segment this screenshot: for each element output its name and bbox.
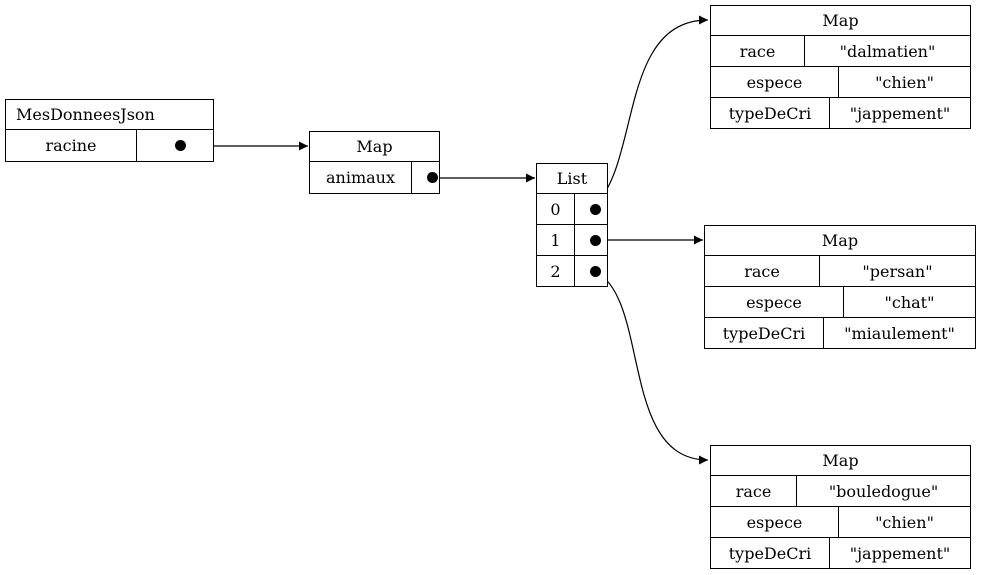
list-row-2: 2 — [537, 256, 607, 286]
map-persan-key-typedecri: typeDeCri — [705, 318, 824, 348]
node-map-persan: Map race "persan" espece "chat" typeDeCr… — [704, 225, 976, 349]
node-mesdonneesjson-row: racine — [6, 130, 213, 161]
list-index-2: 2 — [537, 256, 575, 286]
list-pointer-2 — [575, 256, 607, 286]
animaux-pointer-dot — [427, 172, 438, 183]
racine-pointer-dot — [175, 140, 186, 151]
node-map-dalmatien: Map race "dalmatien" espece "chien" type… — [710, 5, 971, 129]
map-persan-key-race: race — [705, 256, 820, 286]
map-dalmatien-title: Map — [711, 6, 970, 36]
node-mesdonneesjson: MesDonneesJson racine — [5, 99, 214, 162]
map-persan-value-race: "persan" — [862, 261, 933, 281]
node-list: List 0 1 2 — [536, 163, 608, 287]
map-persan-row-espece: espece "chat" — [705, 287, 975, 318]
node-map-animaux: Map animaux — [309, 131, 440, 194]
edge-list0-to-map-dalmatien — [595, 15, 709, 205]
map-bouledogue-key-espece: espece — [711, 507, 839, 537]
list-index-1: 1 — [537, 225, 575, 255]
map-persan-row-typedecri: typeDeCri "miaulement" — [705, 318, 975, 348]
node-map-animaux-title: Map — [310, 132, 439, 162]
map-persan-value-typedecri: "miaulement" — [844, 323, 955, 343]
list-pointer-0 — [575, 194, 607, 224]
map-dalmatien-key-espece: espece — [711, 67, 839, 97]
map-bouledogue-value-race: "bouledogue" — [828, 481, 939, 501]
map-persan-row-race: race "persan" — [705, 256, 975, 287]
map-persan-key-espece: espece — [705, 287, 844, 317]
list-pointer-dot-2 — [590, 266, 601, 277]
map-bouledogue-row-race: race "bouledogue" — [711, 476, 970, 507]
racine-pointer — [137, 130, 213, 161]
map-dalmatien-value-espece: "chien" — [875, 72, 934, 92]
map-dalmatien-key-race: race — [711, 36, 805, 66]
node-list-title: List — [537, 164, 607, 194]
list-row-0: 0 — [537, 194, 607, 225]
edge-list2-to-map-bouledogue — [595, 271, 709, 465]
map-dalmatien-value-typedecri: "jappement" — [849, 103, 951, 123]
map-bouledogue-value-typedecri: "jappement" — [849, 543, 951, 563]
list-index-0: 0 — [537, 194, 575, 224]
list-pointer-1 — [575, 225, 607, 255]
node-map-bouledogue: Map race "bouledogue" espece "chien" typ… — [710, 445, 971, 569]
list-pointer-dot-0 — [590, 204, 601, 215]
node-map-animaux-row: animaux — [310, 162, 439, 193]
list-row-1: 1 — [537, 225, 607, 256]
racine-key: racine — [6, 130, 137, 161]
list-pointer-dot-1 — [590, 235, 601, 246]
map-dalmatien-row-race: race "dalmatien" — [711, 36, 970, 67]
map-dalmatien-row-espece: espece "chien" — [711, 67, 970, 98]
map-bouledogue-key-typedecri: typeDeCri — [711, 538, 830, 568]
map-bouledogue-value-espece: "chien" — [875, 512, 934, 532]
animaux-pointer — [412, 162, 439, 193]
map-dalmatien-row-typedecri: typeDeCri "jappement" — [711, 98, 970, 128]
map-persan-value-espece: "chat" — [884, 292, 935, 312]
map-bouledogue-row-espece: espece "chien" — [711, 507, 970, 538]
map-bouledogue-row-typedecri: typeDeCri "jappement" — [711, 538, 970, 568]
map-bouledogue-key-race: race — [711, 476, 797, 506]
map-bouledogue-title: Map — [711, 446, 970, 476]
node-mesdonneesjson-title: MesDonneesJson — [6, 100, 213, 130]
animaux-key: animaux — [310, 162, 412, 193]
map-dalmatien-key-typedecri: typeDeCri — [711, 98, 830, 128]
map-persan-title: Map — [705, 226, 975, 256]
map-dalmatien-value-race: "dalmatien" — [839, 41, 936, 61]
